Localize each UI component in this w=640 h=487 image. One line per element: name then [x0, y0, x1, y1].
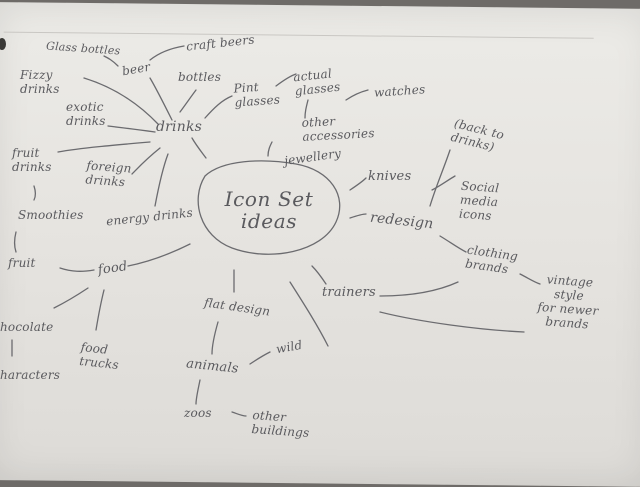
- branch-smoothies-fruitdrinks: [33, 185, 37, 201]
- branch-watches: [345, 89, 369, 101]
- branch-clothing-vintage: [519, 273, 541, 285]
- branch-center-drinks: [191, 137, 207, 159]
- branch-fruit-smoothies: [13, 231, 17, 253]
- branch-drinks-foreign: [131, 147, 161, 175]
- branch-redesign-social: [431, 175, 456, 191]
- branch-food-trucks: [95, 289, 105, 331]
- word-zoos: zoos: [184, 406, 212, 420]
- branch-drinks-bottles: [179, 89, 197, 113]
- branch-center-trainers: [311, 265, 327, 285]
- word-vintage-style: vintage style for newer brands: [537, 272, 599, 332]
- branch-bottom-long: [379, 311, 525, 333]
- word-fizzy-drinks: Fizzy drinks: [20, 68, 60, 96]
- branch-drinks-energy: [154, 153, 169, 207]
- branch-wild-animals: [249, 351, 271, 365]
- word-chocolate: hocolate: [0, 320, 54, 334]
- branch-drinks-fruitdrinks: [57, 141, 151, 153]
- branch-animals-zoos: [195, 379, 201, 405]
- center-title-line2: ideas: [240, 209, 298, 233]
- branch-center-redesign: [349, 213, 367, 219]
- branch-food-chocolate: [53, 287, 89, 309]
- center-title: Icon Set ideas: [214, 188, 324, 232]
- binder-hole: [0, 38, 6, 50]
- branch-beer-craft: [149, 45, 185, 61]
- word-actual-glasses: actual glasses: [292, 66, 341, 99]
- branch-trainers-right: [379, 281, 459, 297]
- branch-flat-animals: [211, 321, 219, 355]
- word-fruit-drinks: fruit drinks: [12, 146, 52, 174]
- branch-redesign-back: [429, 149, 451, 207]
- word-characters: haracters: [0, 368, 61, 382]
- word-smoothies: Smoothies: [18, 208, 84, 222]
- center-title-line1: Icon Set: [224, 187, 314, 211]
- word-other-buildings: other buildings: [251, 408, 310, 440]
- central-ellipse: [197, 160, 341, 255]
- branch-zoos-other: [231, 411, 247, 417]
- branch-drinks-exotic: [107, 125, 156, 133]
- word-other-accessories: other accessories: [301, 114, 375, 144]
- word-trainers: trainers: [322, 285, 376, 300]
- branch-redesign-clothing: [439, 235, 467, 253]
- word-knives: knives: [368, 169, 412, 184]
- branch-center-food: [127, 243, 191, 267]
- branch-center-jewellery: [267, 141, 273, 157]
- word-exotic-drinks: exotic drinks: [66, 100, 106, 128]
- word-social-media-icons: Social media icons: [458, 178, 500, 223]
- branch-center-long: [289, 281, 329, 347]
- branch-center-knives: [349, 177, 367, 191]
- branch-pint-actual: [275, 73, 297, 87]
- word-drinks: drinks: [156, 119, 203, 135]
- word-bottles: bottles: [178, 70, 222, 84]
- word-fruit: fruit: [8, 256, 36, 270]
- branch-drinks-beer: [149, 77, 173, 121]
- word-food-trucks: food trucks: [78, 340, 120, 372]
- word-foreign-drinks: foreign drinks: [85, 158, 133, 190]
- branch-drinks-fizzy: [83, 77, 159, 125]
- word-pint-glasses: Pint glasses: [233, 79, 281, 110]
- branch-drinks-pint: [204, 95, 233, 119]
- branch-actual-other: [304, 99, 309, 119]
- branch-beer-glass: [103, 55, 119, 67]
- branch-food-fruit: [59, 267, 95, 272]
